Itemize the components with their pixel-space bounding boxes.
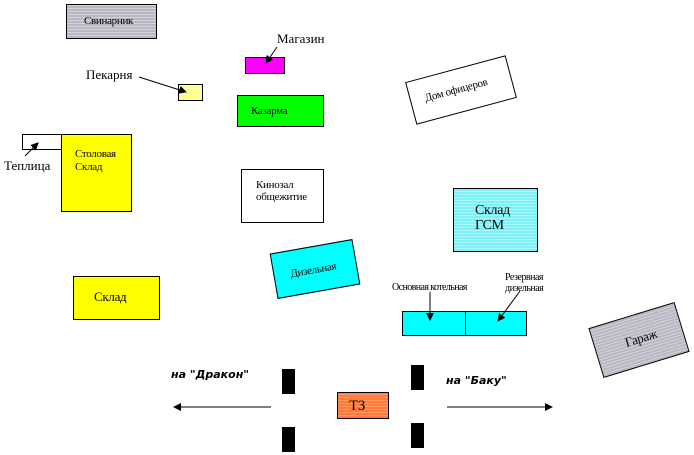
- building-svinarnik: Свинарник: [66, 4, 157, 39]
- building-garazh: Гараж: [588, 301, 690, 379]
- building-kinozal-label-1: Кинозал: [256, 179, 294, 191]
- building-stolovaya: Столовая Склад: [61, 134, 132, 212]
- building-teplitsa: [22, 134, 63, 150]
- building-kazarma: Казарма: [237, 95, 324, 127]
- building-kazarma-label: Казарма: [251, 105, 288, 117]
- building-svinarnik-label: Свинарник: [84, 15, 134, 27]
- building-osnovnaya-kotelnaya: [402, 311, 466, 336]
- rezervnaya-dizelnaya-label-1: Резервная: [505, 272, 544, 283]
- building-kinozal: Кинозал общежитие: [241, 169, 324, 223]
- road-label-drakon: на "Дракон": [171, 368, 250, 381]
- teplitsa-label: Теплица: [4, 158, 51, 173]
- checkpoint-post-right-top: [411, 365, 424, 390]
- osnovnaya-kotelnaya-label: Основная котельная: [392, 282, 467, 293]
- building-dizelnaya-label: Дизельная: [289, 260, 338, 281]
- building-dizelnaya: Дизельная: [269, 239, 361, 299]
- building-sklad-gsm: Склад ГСМ: [453, 188, 538, 252]
- building-garazh-label: Гараж: [622, 325, 659, 350]
- checkpoint-post-right-bottom: [411, 423, 424, 448]
- building-dom-ofitserov-label: Дом офицеров: [423, 76, 489, 105]
- building-pekarnya: [178, 84, 203, 101]
- pekarnya-label: Пекарня: [86, 67, 133, 82]
- rezervnaya-dizelnaya-label-2: дизельная: [505, 283, 544, 294]
- building-sklad-gsm-label-1: Склад: [475, 203, 510, 218]
- checkpoint-post-left-top: [282, 369, 295, 394]
- building-magazin: [245, 57, 285, 74]
- building-sklad-label: Склад: [94, 289, 127, 304]
- building-kinozal-label-2: общежитие: [256, 191, 307, 203]
- building-stolovaya-label-2: Склад: [75, 161, 103, 173]
- magazin-label: Магазин: [277, 31, 325, 46]
- building-sklad: Склад: [73, 276, 160, 320]
- building-tz: ТЗ: [337, 392, 389, 419]
- building-sklad-gsm-label-2: ГСМ: [475, 218, 504, 233]
- building-dom-ofitserov: Дом офицеров: [405, 55, 517, 125]
- building-rezervnaya-dizelnaya: [465, 311, 527, 336]
- checkpoint-post-left-bottom: [282, 427, 295, 452]
- road-label-baku: на "Баку": [446, 374, 507, 387]
- building-tz-label: ТЗ: [349, 398, 366, 414]
- building-stolovaya-label-1: Столовая: [75, 148, 116, 160]
